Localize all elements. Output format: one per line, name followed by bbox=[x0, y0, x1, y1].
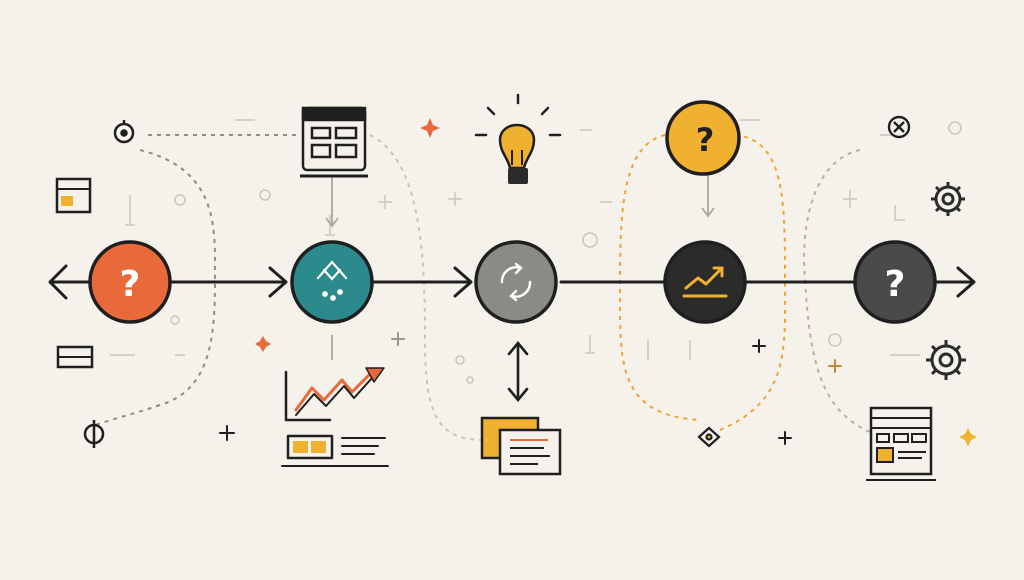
cycle-arrows-icon bbox=[500, 262, 532, 302]
sparkle-icon bbox=[255, 118, 977, 446]
table-card-icon bbox=[866, 406, 936, 481]
calendar-icon bbox=[300, 106, 368, 178]
question-mark-icon: ? bbox=[696, 121, 715, 159]
question-mark-icon: ? bbox=[120, 264, 141, 305]
main-flow-axis bbox=[48, 264, 976, 300]
node-growth-step[interactable] bbox=[663, 240, 747, 324]
gear-icon bbox=[931, 182, 965, 216]
location-pin-icon bbox=[113, 120, 135, 144]
plus-marks bbox=[219, 332, 842, 445]
top-question-badge[interactable]: ? bbox=[665, 100, 741, 176]
node-network-step[interactable] bbox=[290, 240, 374, 324]
chart-up-icon bbox=[281, 367, 389, 467]
small-connector-arrows bbox=[325, 172, 715, 360]
node-question-end[interactable]: ? bbox=[853, 240, 937, 324]
close-icon bbox=[887, 115, 911, 139]
gear-icon bbox=[926, 340, 966, 380]
document-stack-icon bbox=[480, 416, 562, 476]
location-pin-icon bbox=[697, 426, 721, 448]
node-question-start[interactable]: ? bbox=[88, 240, 172, 324]
lightbulb-icon bbox=[474, 93, 562, 184]
network-arrow-icon bbox=[316, 260, 348, 301]
node-cycle-step[interactable] bbox=[474, 240, 558, 324]
trend-up-icon bbox=[682, 266, 728, 298]
table-card-icon bbox=[55, 177, 92, 214]
table-card-icon bbox=[56, 345, 94, 369]
bidirectional-arrow-icon bbox=[507, 340, 529, 403]
background-marks bbox=[110, 119, 962, 384]
dashed-connectors bbox=[94, 134, 871, 441]
location-pin-icon bbox=[83, 420, 105, 448]
question-mark-icon: ? bbox=[885, 264, 906, 305]
